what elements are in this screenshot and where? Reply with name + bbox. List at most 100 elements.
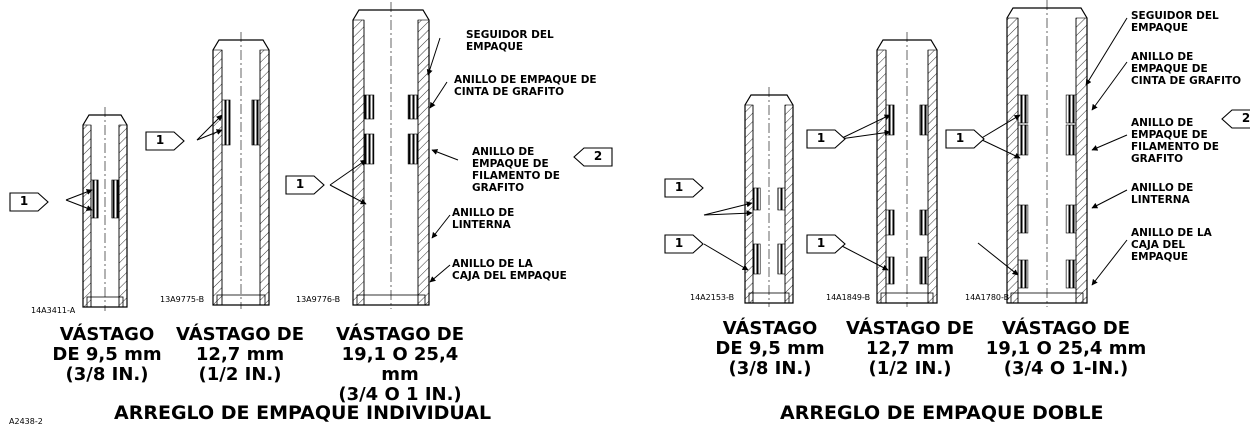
callout-number: 1 [816, 131, 826, 145]
callout-number: 1 [955, 131, 965, 145]
callout-number: 1 [19, 194, 29, 208]
callout-number: 1 [155, 133, 165, 147]
wall-left [212, 49, 223, 306]
packing-ring [1017, 259, 1029, 289]
leader-line [839, 244, 889, 271]
wall-right [927, 49, 938, 304]
leader-line [839, 114, 891, 140]
callout-number: 1 [295, 177, 305, 191]
caption-stem-12-7: VÁSTAGO DE 12,7 mm (1/2 IN.) [846, 318, 974, 379]
packing-ring [777, 187, 786, 211]
leader-line [431, 214, 451, 239]
wall-right [784, 104, 794, 304]
wall-right [118, 124, 128, 308]
leader-line [429, 264, 451, 283]
leader-line [65, 189, 93, 201]
label-packing-box-ring: ANILLO DE LA CAJA DEL EMPAQUE [452, 258, 567, 282]
packing-ring [885, 256, 895, 285]
label-packing-follower: SEGUIDOR DEL EMPAQUE [1131, 10, 1219, 34]
packing-ring [1017, 124, 1029, 156]
leader-line [1091, 239, 1128, 286]
label-lantern-ring: ANILLO DE LINTERNA [452, 207, 515, 231]
section-double-19-25 [1006, 0, 1088, 307]
section-double-12-7 [876, 32, 938, 307]
packing-ring [363, 133, 375, 165]
callout-shape [9, 192, 49, 212]
packing-ring [363, 94, 375, 120]
callout-number: 2 [1241, 111, 1250, 125]
packing-ring [1065, 94, 1077, 124]
packing-ring [1017, 204, 1029, 234]
callout-shape [145, 131, 185, 151]
title-single-arrangement: ARREGLO DE EMPAQUE INDIVIDUAL [114, 402, 492, 424]
leader-line [1091, 134, 1128, 151]
leader-line [329, 159, 367, 186]
box-ring [86, 296, 124, 308]
packing-ring [919, 209, 929, 236]
wall-left [82, 124, 92, 308]
callout-number: 1 [816, 236, 826, 250]
caption-stem-12-7: VÁSTAGO DE 12,7 mm (1/2 IN.) [176, 324, 304, 385]
box-ring [356, 294, 426, 306]
wall-right [417, 19, 430, 306]
leader-line [703, 210, 753, 217]
box-ring [216, 294, 266, 306]
caption-stem-9-5: VÁSTAGO DE 9,5 mm (3/8 IN.) [52, 324, 162, 385]
packing-ring [90, 179, 99, 219]
box-ring [748, 292, 790, 304]
section-single-19-25 [352, 2, 430, 309]
leader-line [431, 149, 459, 161]
packing-ring [752, 187, 761, 211]
leader-line [977, 242, 1019, 276]
leader-line [329, 184, 367, 205]
leader-line [979, 114, 1021, 140]
packing-ring [1017, 94, 1029, 124]
box-ring [1010, 292, 1084, 304]
callout-shape [573, 147, 613, 167]
label-lantern-ring: ANILLO DE LINTERNA [1131, 182, 1194, 206]
leader-line [196, 129, 223, 141]
packing-ring [221, 99, 231, 146]
figure-id: A2438-2 [9, 417, 43, 426]
leader-line [426, 37, 441, 76]
label-packing-box-ring: ANILLO DE LA CAJA DEL EMPAQUE [1131, 227, 1212, 263]
title-double-arrangement: ARREGLO DE EMPAQUE DOBLE [780, 402, 1104, 424]
packing-ring [251, 99, 261, 146]
box-ring [880, 292, 934, 304]
leader-line [429, 81, 448, 109]
part-code: 13A9775-B [160, 295, 205, 304]
label-packing-follower: SEGUIDOR DEL EMPAQUE [466, 29, 554, 53]
packing-ring [1065, 204, 1077, 234]
packing-ring [919, 104, 929, 136]
packing-ring [1065, 124, 1077, 156]
leader-line [703, 201, 753, 216]
section-single-12-7 [212, 32, 270, 309]
callout-shape [945, 129, 985, 149]
leader-lines [9, 17, 1250, 286]
packing-ring [407, 94, 419, 120]
callout-shape [664, 178, 704, 198]
leader-line [979, 138, 1021, 159]
section-double-9-5 [744, 87, 794, 307]
leader-line [1085, 17, 1128, 86]
packing-ring [777, 243, 786, 275]
leader-line [65, 199, 93, 211]
wall-right [1075, 17, 1088, 304]
label-graphite-ribbon-ring: ANILLO DE EMPAQUE DE CINTA DE GRAFITO [454, 74, 597, 98]
leader-line [196, 114, 223, 141]
leader-line [1091, 189, 1128, 209]
part-code: 14A1780-B [965, 293, 1010, 302]
label-graphite-ribbon-ring: ANILLO DE EMPAQUE DE CINTA DE GRAFITO [1131, 51, 1242, 87]
wall-right [259, 49, 270, 306]
callout-number: 2 [593, 149, 603, 163]
callout-number: 1 [674, 180, 684, 194]
callout-shape [806, 234, 846, 254]
packing-ring [919, 256, 929, 285]
part-code: 14A1849-B [826, 293, 871, 302]
packing-ring [1065, 259, 1077, 289]
callout-shape [1221, 109, 1250, 129]
part-code: 14A2153-B [690, 293, 735, 302]
packing-ring [885, 104, 895, 136]
callout-shape [285, 175, 325, 195]
